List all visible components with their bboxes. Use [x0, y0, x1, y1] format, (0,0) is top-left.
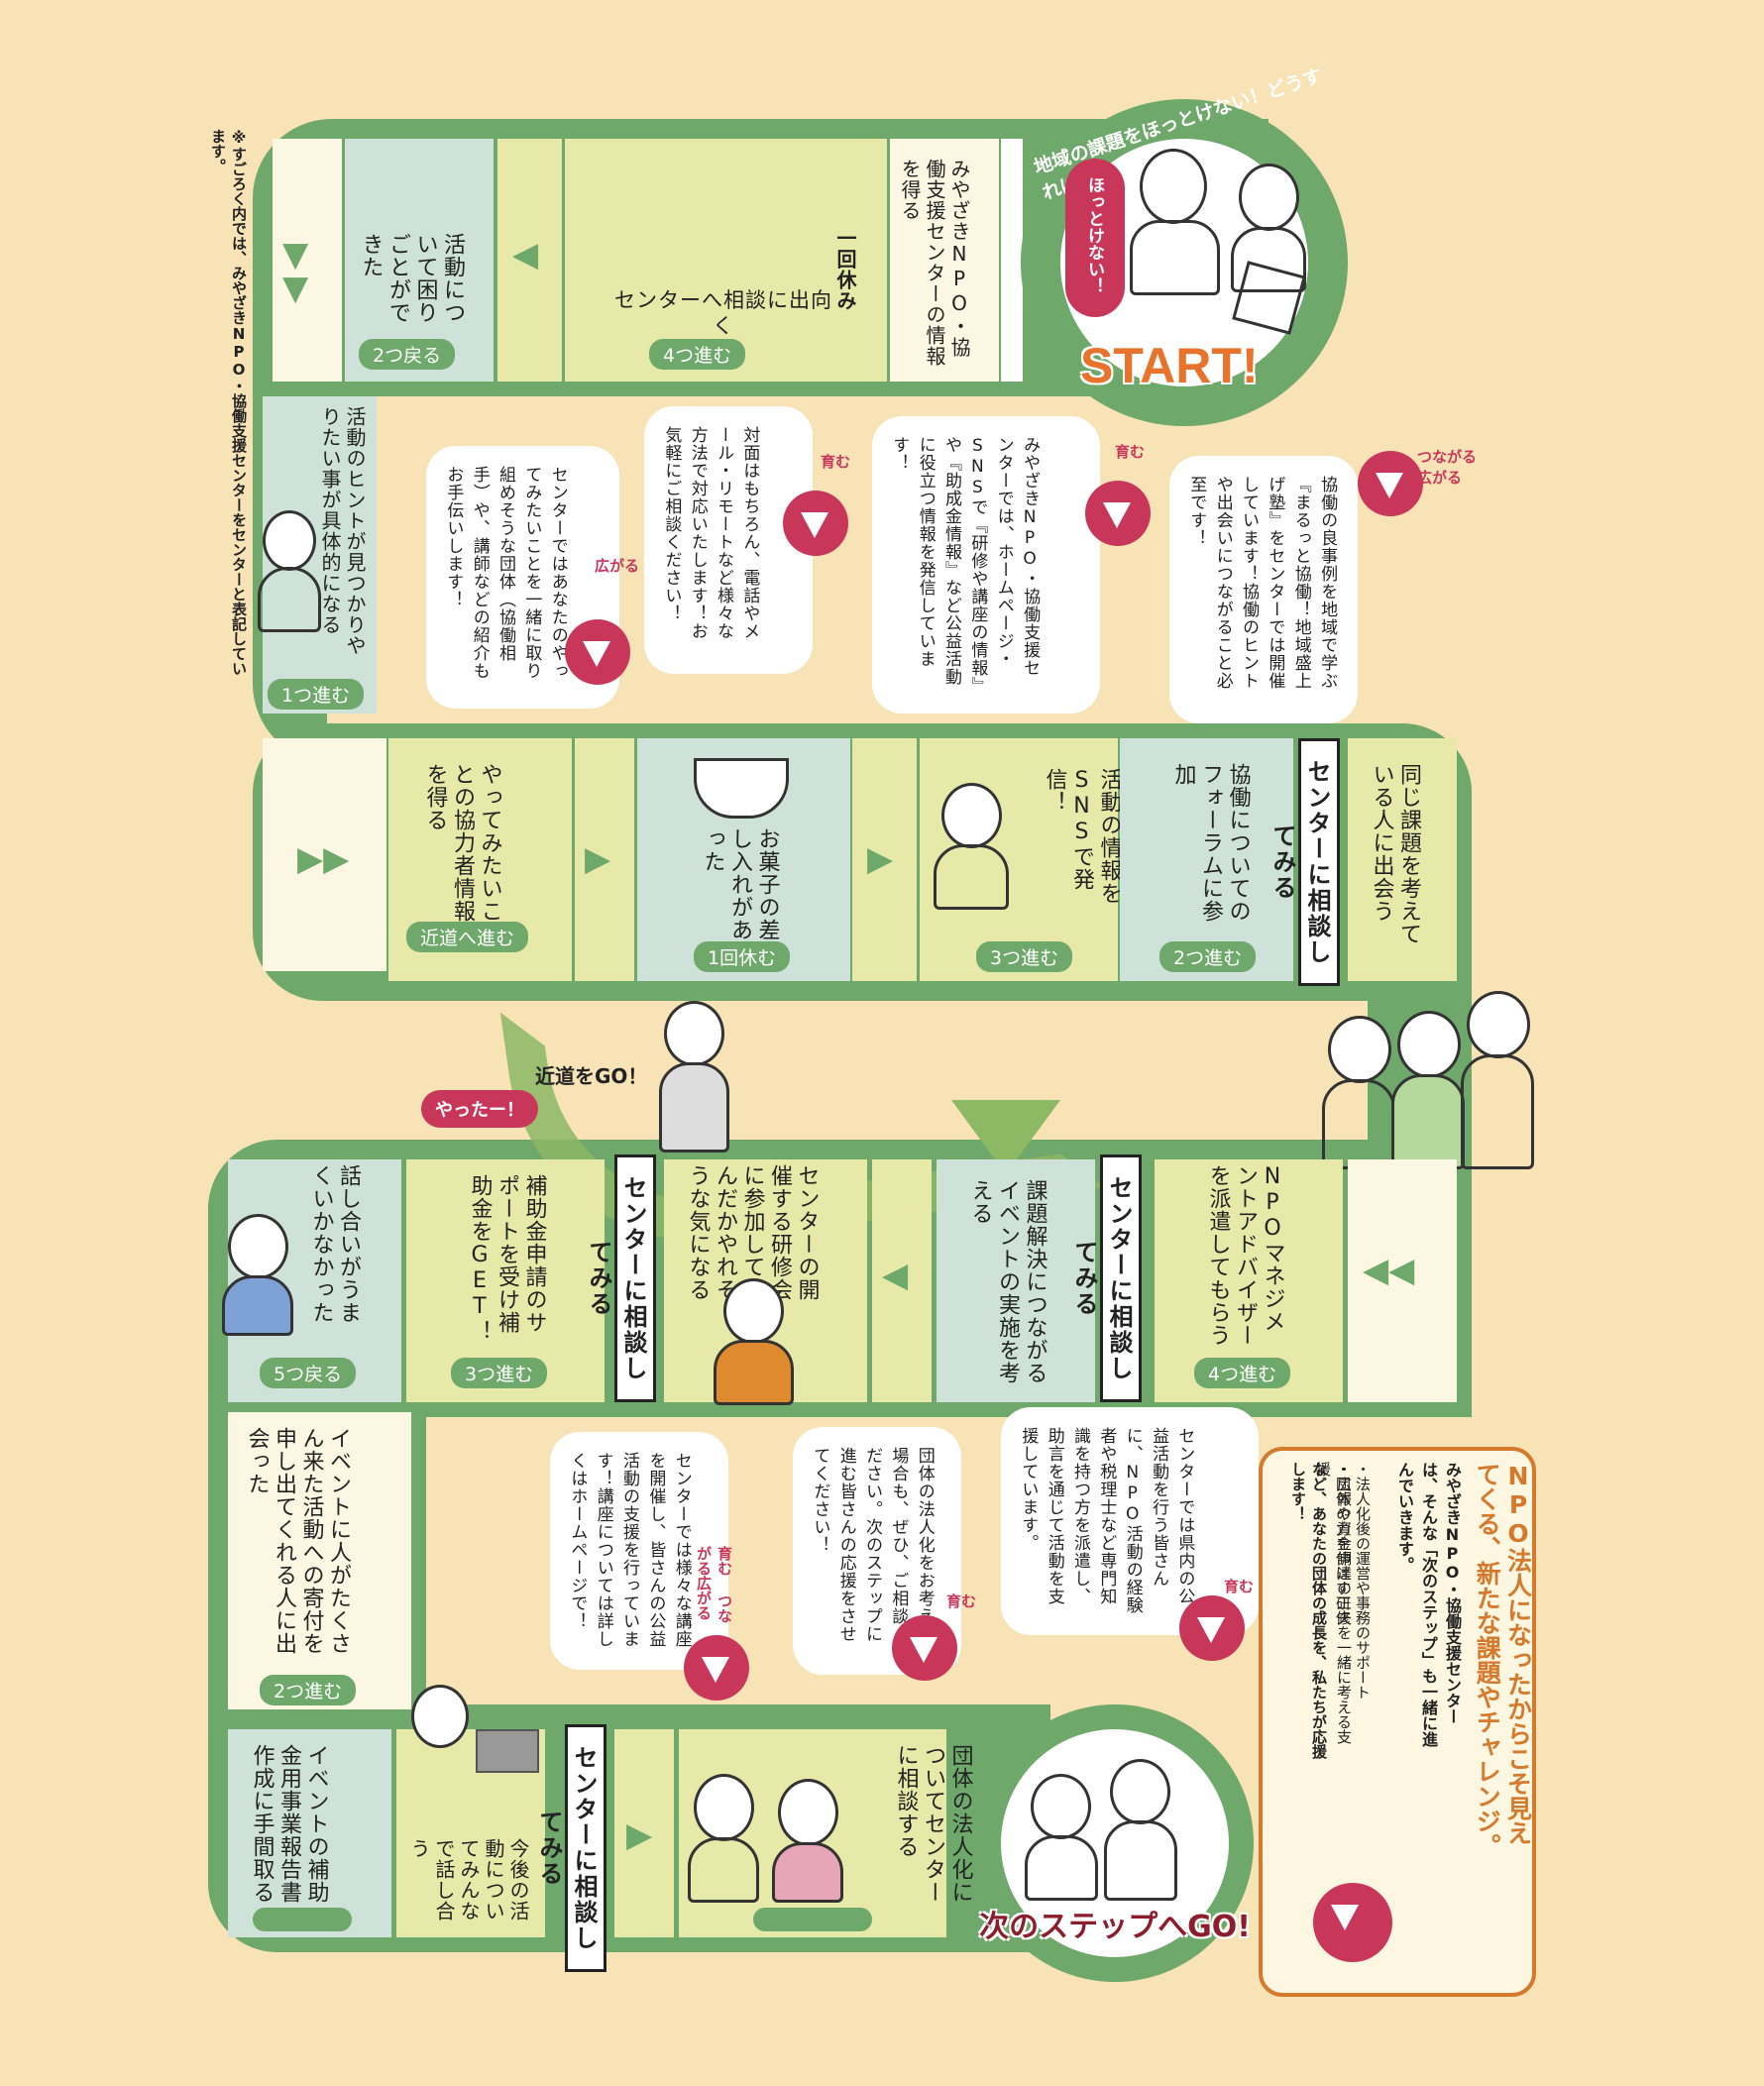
double-chevron-right-icon: ▶▶	[297, 839, 350, 879]
cell-forum-text: 協働についてのフォーラムに参加	[1170, 763, 1251, 923]
bubble-consult-methods: 対面はもちろん、電話やメール・リモートなど様々な方法で対応いたします！お気軽にご…	[644, 406, 813, 674]
cell-incorporate-pill	[753, 1908, 872, 1931]
bubble-forum-info: 協働の良事例を地域で学ぶ『まるっと協働！地域盛上げ塾』をセンターでは開催していま…	[1169, 456, 1358, 723]
cell-donors-text: イベントに人がたくさん来た活動への寄付を申し出てくれる人に出会った	[244, 1427, 352, 1655]
cell-advisor-text: NPOマネジメントアドバイザーを派遣してもらう	[1205, 1164, 1285, 1347]
consult-box-row4[interactable]: センターに相談してみる	[535, 1724, 606, 1972]
shortcut-label: 近道をGO！	[535, 1064, 648, 1088]
cell-partner-text: やってみたいことの協力者情報を得る	[422, 763, 502, 923]
cell-hint-move: 1つ進む	[268, 679, 365, 710]
cell-report[interactable]	[228, 1729, 391, 1937]
cell-snack-text: お菓子の差し入れがあった	[700, 827, 780, 941]
bubble-seminar-info: センターでは様々な講座を開催し、皆さんの公益活動の支援を行っています！講座につい…	[550, 1432, 728, 1670]
megaphone-icon-b3	[783, 491, 848, 556]
cell-sns-text: 活動の情報をSNSで発信！	[1042, 768, 1122, 905]
npo-box-title: NPO法人になったからこそ見えてくる、新たな課題やチャレンジ。	[1473, 1462, 1533, 1858]
double-chevron-left-icon: ◀◀	[1363, 1251, 1415, 1290]
bubble-partner-intro: センターではあなたのやってみたいことを一緒に取り組めそうな団体（協働相手）や、講…	[426, 446, 619, 709]
hottokenai-text: ほっとけない！	[1084, 176, 1104, 294]
megaphone-icon-npo	[1313, 1883, 1392, 1962]
arrow-right-icon-row4: ▶	[626, 1815, 653, 1855]
row3-arrow-cell	[872, 1159, 932, 1402]
cell-info[interactable]	[890, 139, 999, 382]
arrow-right-icon-2: ▶	[867, 839, 894, 879]
cell-donors-move: 2つ進む	[260, 1675, 357, 1705]
row2-arrow-cell-2	[852, 738, 917, 981]
cell-report-pill	[253, 1908, 352, 1931]
row2-blank-cell	[263, 738, 386, 971]
cell-info-text: みやざきNPO・協働支援センターの情報を得る	[898, 159, 971, 367]
cell-grant-text: 補助金申請のサポートを受け補助金をGET！	[467, 1174, 547, 1343]
row4-arrow-cell	[614, 1729, 674, 1937]
cell-event-text: 課題解決につながるイベントの実施を考える	[967, 1179, 1047, 1384]
cell-meet-text: 同じ課題を考えている人に出会う	[1369, 763, 1422, 945]
tag-b5: 育む	[1224, 1578, 1255, 1595]
megaphone-icon-b4	[565, 619, 630, 685]
cell-consult-visit-move: 4つ進む	[649, 339, 746, 370]
tag-b4: 広がる	[595, 557, 640, 575]
cell-rest[interactable]	[1001, 139, 1023, 382]
cell-report-text: イベントの補助金用事業報告書作成に手間取る	[249, 1744, 329, 1904]
yatta-bubble: やったー！	[421, 1090, 538, 1128]
cell-talk-text: 話し合いがうまくいかなかった	[308, 1164, 362, 1324]
footnote: ※すごろく内では、みやざきNPO・協働支援センターをセンターと表記しています。	[209, 129, 248, 676]
bubble-sns-info: みやざきNPO・協働支援センターでは、ホームページ・SNSで『研修や講座の情報』…	[872, 416, 1100, 714]
megaphone-icon-b7	[684, 1635, 749, 1701]
consult-box-row3-left[interactable]: センターに相談してみる	[585, 1154, 656, 1402]
cell-incorporate-text: 団体の法人化についてセンターに相談する	[893, 1744, 973, 1904]
cell-trouble-text: 活動について困りごとができた	[358, 233, 466, 324]
megaphone-icon-b6	[892, 1615, 957, 1681]
consult-box-row2[interactable]: センターに相談してみる	[1268, 738, 1340, 986]
tag-b7: 育む つながる広がる	[695, 1546, 733, 1623]
npo-box-item2: ・団体の力を伸ばす研修	[1334, 1462, 1352, 1625]
tag-b1: つながる広がる	[1417, 448, 1478, 487]
npo-box-item3: ・広報や資金調達の工夫を一緒に考える支援	[1314, 1462, 1353, 1744]
cell-forum-move: 2つ進む	[1159, 941, 1257, 972]
megaphone-icon-b5	[1179, 1595, 1245, 1661]
double-chevron-down-icon: ▼▼	[282, 235, 309, 308]
row2-arrow-cell-1	[575, 738, 634, 981]
npo-info-box	[1259, 1447, 1536, 1997]
cell-hint-text: 活動のヒントが見つかりやりたい事が具体的になる	[318, 406, 367, 656]
row1-blank-cell	[273, 139, 342, 382]
cell-snack-move: 1回休む	[694, 941, 791, 972]
cell-sns-move: 3つ進む	[976, 941, 1073, 972]
bubble-incorporation-info: 団体の法人化をお考えの場合も、ぜひ、ご相談ください。次のステップに進む皆さんの応…	[793, 1427, 961, 1675]
cell-donors[interactable]	[228, 1412, 411, 1709]
consult-box-row3-right[interactable]: センターに相談してみる	[1070, 1154, 1142, 1402]
tag-b6: 育む	[946, 1592, 977, 1610]
npo-box-closing: など、あなたの団体の成長を、私たちが応援します！	[1289, 1462, 1328, 1759]
cell-trouble-move: 2つ戻る	[359, 339, 456, 370]
arrow-left-icon-row3: ◀	[882, 1256, 909, 1295]
row3-blank-cell	[1348, 1159, 1457, 1402]
cell-seminar-text: センターの開催する研修会に参加してなんだかやれそうな気になる	[685, 1164, 820, 1301]
cell-meet[interactable]	[1348, 738, 1457, 981]
tag-b2: 育む	[1115, 443, 1146, 461]
start-label: START!	[1080, 338, 1259, 393]
cell-partner-move: 近道へ進む	[406, 922, 529, 952]
hottokenai-bubble	[1065, 159, 1125, 317]
cell-forum[interactable]	[1120, 738, 1293, 981]
next-step-label: 次のステップへGO!	[979, 1910, 1251, 1944]
npo-box-lead: みやざきNPO・協働支援センターは、そんな「次のステップ」も一緒に進んでいきます…	[1395, 1462, 1462, 1747]
coffee-cup-icon	[694, 758, 789, 819]
cell-talk-move: 5つ戻る	[260, 1358, 357, 1388]
npo-box-item1: ・法人化後の運営や事務のサポート	[1354, 1462, 1372, 1700]
megaphone-icon-b2	[1085, 481, 1151, 546]
cell-rest-text: 一回休み	[833, 228, 857, 311]
cell-consult-visit-text: センターへ相談に出向く	[614, 288, 832, 339]
cell-event[interactable]	[937, 1159, 1095, 1402]
arrow-right-icon-1: ▶	[585, 839, 611, 879]
cell-future-text: 今後の活動についてみんなで話し合う	[407, 1838, 530, 1921]
cell-grant-move: 3つ進む	[451, 1358, 548, 1388]
megaphone-icon-b1	[1358, 451, 1423, 516]
row1-arrow-cell	[497, 139, 562, 382]
cell-advisor-move: 4つ進む	[1194, 1358, 1291, 1388]
arrow-left-icon: ◀	[512, 235, 539, 274]
tag-b3: 育む	[821, 453, 851, 471]
